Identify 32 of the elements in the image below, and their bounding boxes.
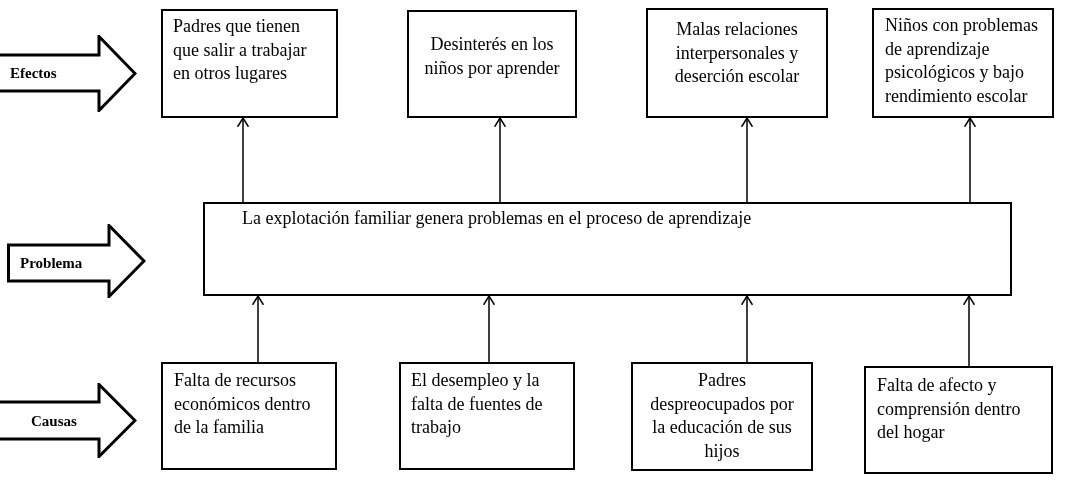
block-arrow: [0, 35, 137, 112]
effect-text: Niños con problemas de aprendizaje psicológicos y bajo rendimiento escolar: [885, 14, 1039, 108]
arrow: [251, 295, 265, 363]
effect-box: [161, 9, 338, 118]
cause-box: [399, 362, 575, 470]
arrow-label: Causas: [31, 411, 77, 430]
arrow: [482, 295, 496, 363]
arrow: [740, 295, 754, 363]
arrow: [236, 117, 250, 203]
cause-text: Padres despreocupados por la educación de sus hijos: [649, 369, 795, 463]
cause-text: Falta de afecto y comprensión dentro del hogar: [877, 374, 1022, 444]
block-arrow: [0, 383, 137, 458]
effect-text: Malas relaciones interpersonales y deserción escolar: [673, 18, 801, 88]
effect-box: [646, 8, 828, 118]
arrow-label: Problema: [20, 254, 83, 272]
effect-box: [407, 10, 577, 118]
problem-box: [203, 202, 1012, 296]
block-arrow: [7, 224, 146, 298]
arrow-label: Efectos: [10, 64, 57, 82]
effect-box: [872, 8, 1054, 118]
arrow: [962, 295, 976, 367]
arrow: [740, 117, 754, 203]
effect-text: Padres que tienen que salir a trabajar en otros lugares: [173, 15, 308, 85]
arrow: [493, 117, 507, 203]
effect-text: Desinterés en los niños por aprender: [423, 33, 561, 80]
cause-box: [631, 362, 813, 471]
cause-text: El desempleo y la falta de fuentes de trabajo: [411, 369, 544, 439]
cause-text: Falta de recursos económicos dentro de la familia: [174, 369, 312, 439]
arrow: [963, 117, 977, 203]
cause-box: [864, 366, 1053, 474]
problem-text: La explotación familiar genera problemas en el proceso de aprendizaje: [242, 207, 753, 230]
cause-box: [161, 362, 337, 470]
